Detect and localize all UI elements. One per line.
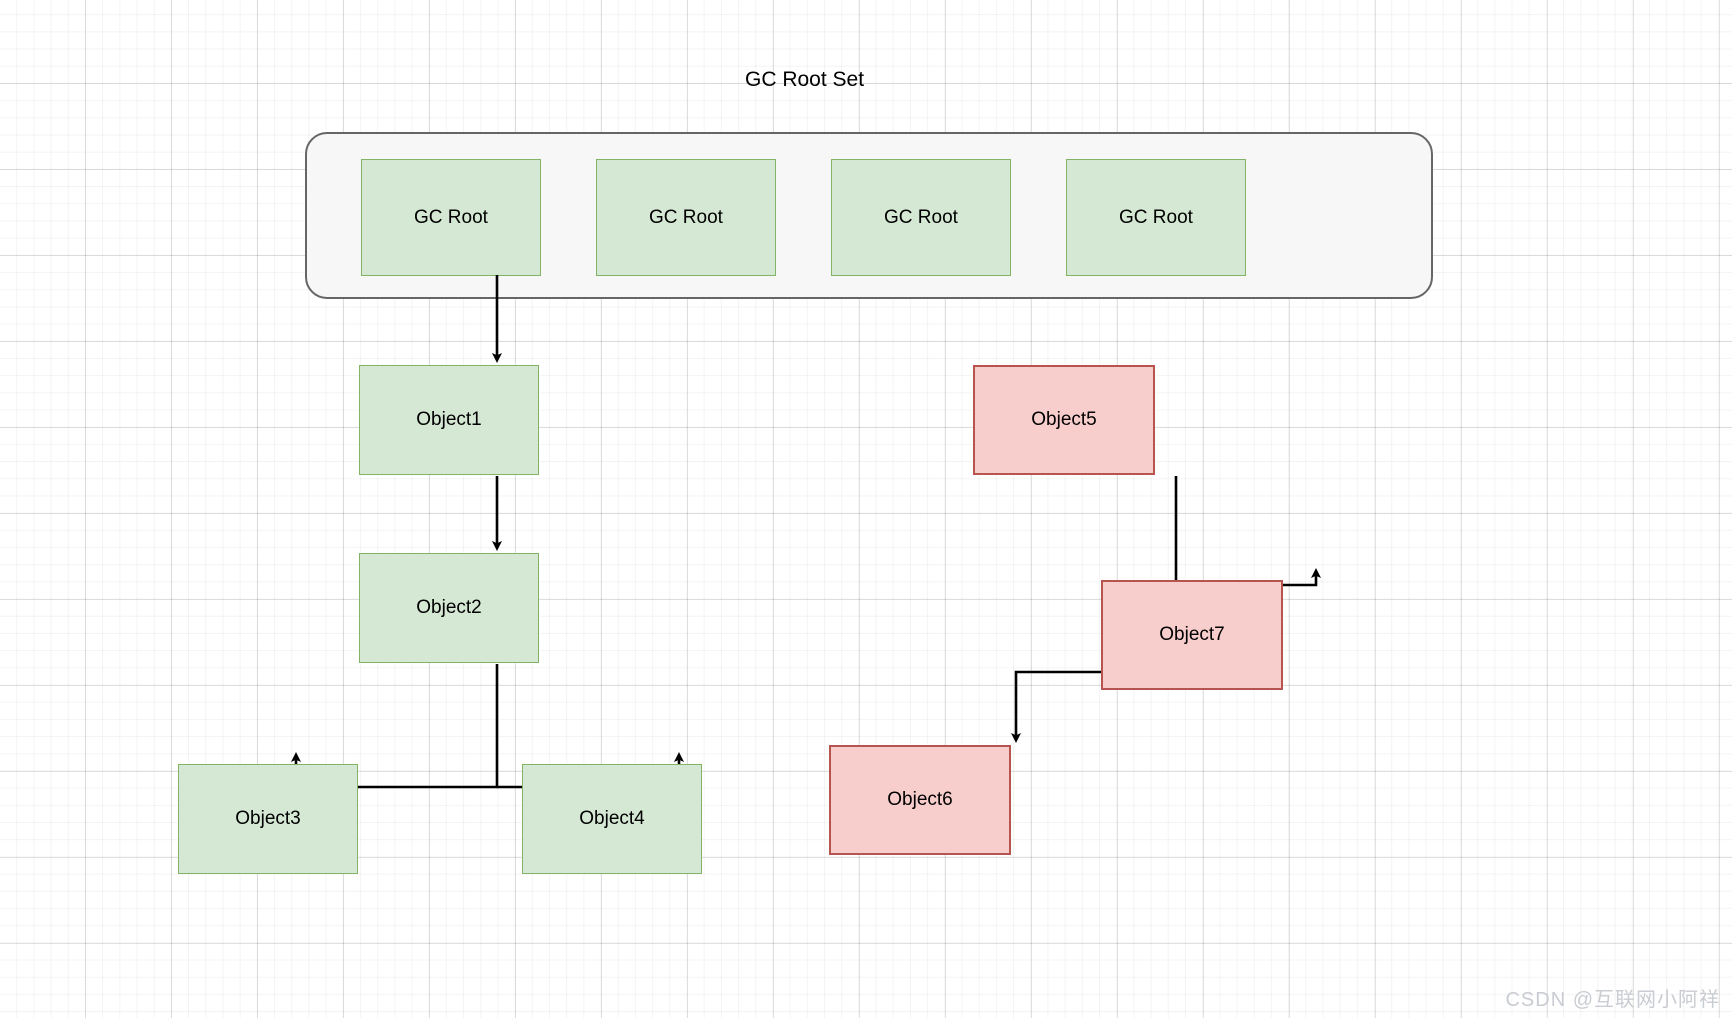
node-object4[interactable]: Object4 — [522, 764, 702, 874]
node-object6[interactable]: Object6 — [829, 745, 1011, 855]
gc-root-label-4: GC Root — [1119, 206, 1193, 228]
gc-root-label-3: GC Root — [884, 206, 958, 228]
node-object2[interactable]: Object2 — [359, 553, 539, 663]
gc-root-box-2[interactable]: GC Root — [596, 159, 776, 276]
watermark: CSDN @互联网小阿祥 — [1505, 989, 1720, 1011]
node-object5-label: Object5 — [1031, 409, 1097, 430]
gc-root-label-1: GC Root — [414, 206, 488, 228]
gc-root-box-1[interactable]: GC Root — [361, 159, 541, 276]
node-object1-label: Object1 — [416, 409, 482, 430]
node-object7-label: Object7 — [1159, 624, 1225, 645]
gc-root-label-2: GC Root — [649, 206, 723, 228]
node-object2-label: Object2 — [416, 597, 482, 618]
node-object7[interactable]: Object7 — [1101, 580, 1283, 690]
node-object3-label: Object3 — [235, 808, 301, 829]
node-object1[interactable]: Object1 — [359, 365, 539, 475]
page-title: GC Root Set — [745, 68, 865, 91]
gc-root-box-3[interactable]: GC Root — [831, 159, 1011, 276]
edge-object5-to-object7 — [1174, 476, 1321, 587]
node-object3[interactable]: Object3 — [178, 764, 358, 874]
gc-root-set-container: GC Root GC Root GC Root GC Root — [305, 132, 1433, 299]
node-object5[interactable]: Object5 — [973, 365, 1155, 475]
node-object6-label: Object6 — [887, 789, 953, 810]
node-object4-label: Object4 — [579, 808, 645, 829]
gc-root-box-4[interactable]: GC Root — [1066, 159, 1246, 276]
